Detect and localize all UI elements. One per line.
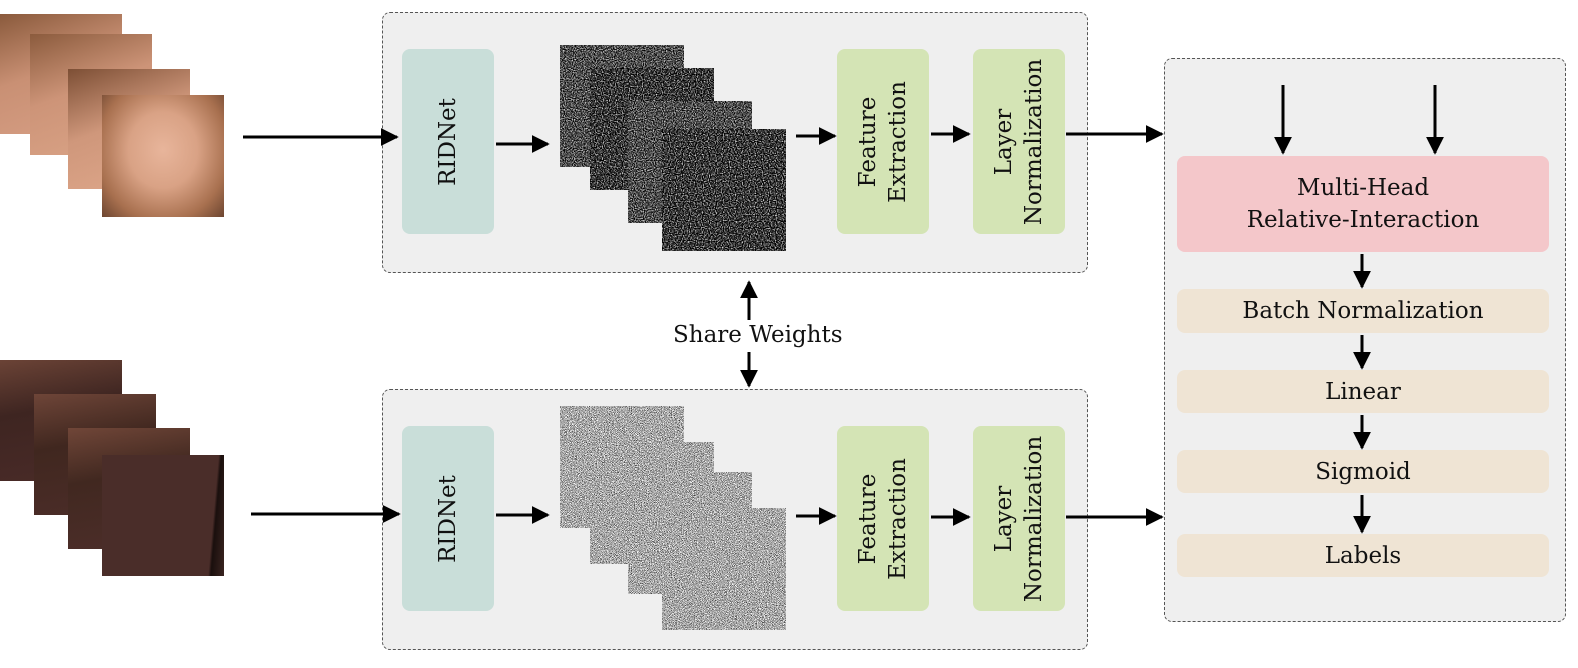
multi-head-relative-interaction-block: Multi-Head Relative-Interaction — [1177, 156, 1549, 252]
sigmoid-block: Sigmoid — [1177, 450, 1549, 493]
labels-block: Labels — [1177, 534, 1549, 577]
bg-frame-4 — [102, 455, 224, 576]
sigmoid-label: Sigmoid — [1315, 458, 1411, 485]
top-noise-residual-stack — [560, 45, 786, 251]
batch-normalization-block: Batch Normalization — [1177, 289, 1549, 333]
attention-label-line1: Multi-Head — [1296, 175, 1430, 201]
bottom-feature-extraction-block: Feature Extraction — [837, 426, 929, 611]
top-feature-extraction-block: Feature Extraction — [837, 49, 929, 234]
top-layer-normalization-block: Layer Normalization — [973, 49, 1065, 234]
bottom-layer-normalization-block: Layer Normalization — [973, 426, 1065, 611]
batch-normalization-label: Batch Normalization — [1242, 298, 1484, 324]
attention-label-line2: Relative-Interaction — [1246, 207, 1480, 233]
bottom-noise-frame-4 — [662, 508, 786, 630]
linear-block: Linear — [1177, 370, 1549, 413]
bottom-ridnet-block: RIDNet — [402, 426, 494, 611]
face-frame-4 — [102, 95, 224, 217]
linear-label: Linear — [1325, 378, 1401, 405]
labels-label: Labels — [1324, 542, 1402, 569]
bottom-noise-residual-stack — [560, 406, 786, 630]
top-noise-frame-4 — [662, 129, 786, 251]
share-weights-label: Share Weights — [673, 322, 843, 348]
top-ridnet-block: RIDNet — [402, 49, 494, 234]
